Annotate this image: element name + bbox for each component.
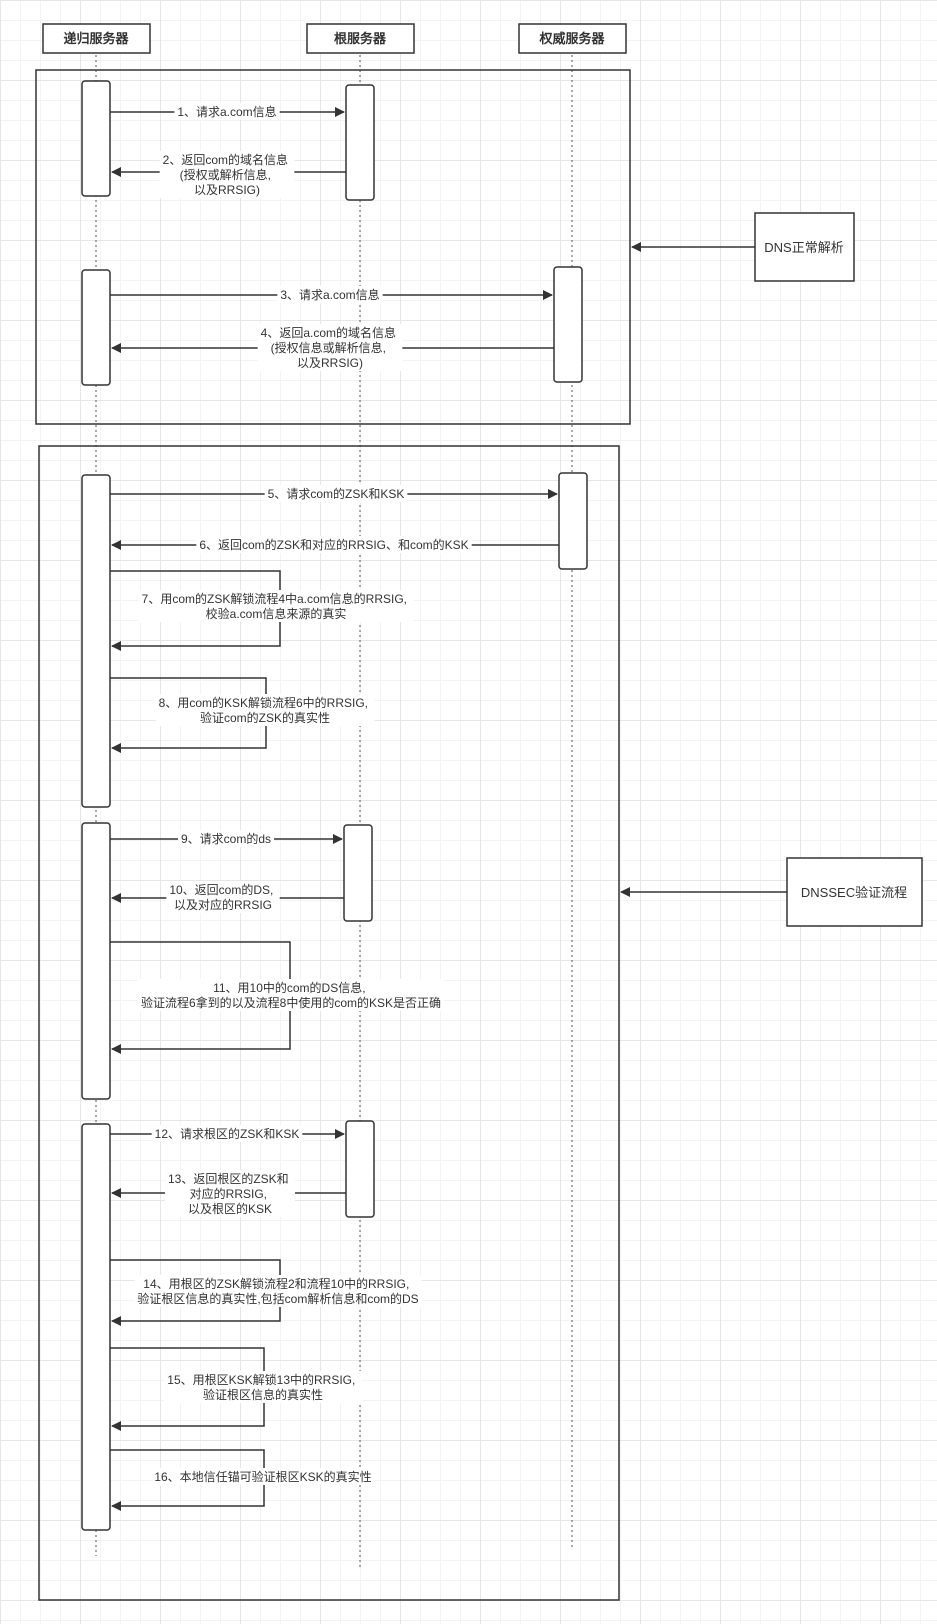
message-8: 8、用com的KSK解锁流程6中的RRSIG, 验证com的ZSK的真实性: [110, 677, 375, 753]
message-10: 10、返回com的DS, 以及对应的RRSIG: [111, 881, 344, 913]
message-label-9: 9、请求com的ds: [181, 831, 271, 846]
message-label-14: 14、用根区的ZSK解锁流程2和流程10中的RRSIG, 验证根区信息的真实性,…: [137, 1276, 418, 1306]
participant-label-root: 根服务器: [334, 31, 387, 46]
participant-recursive: 递归服务器: [42, 23, 151, 54]
participant-authoritative: 权威服务器: [518, 23, 627, 54]
message-label-10: 10、返回com的DS, 以及对应的RRSIG: [169, 882, 276, 912]
message-12: 12、请求根区的ZSK和KSK: [110, 1125, 345, 1142]
message-label-15: 15、用根区KSK解锁13中的RRSIG, 验证根区信息的真实性: [167, 1372, 358, 1402]
message-11: 11、用10中的com的DS信息, 验证流程6拿到的以及流程8中使用的com的K…: [110, 941, 445, 1054]
message-label-5: 5、请求com的ZSK和KSK: [268, 486, 405, 501]
message-label-1: 1、请求a.com信息: [177, 104, 276, 119]
note-dnssec-verification: DNSSEC验证流程: [786, 857, 923, 927]
message-label-16: 16、本地信任锚可验证根区KSK的真实性: [154, 1469, 371, 1484]
activation-root: [345, 1120, 375, 1218]
message-label-7: 7、用com的ZSK解锁流程4中a.com信息的RRSIG, 校验a.com信息…: [142, 591, 411, 621]
activation-recursive: [81, 474, 111, 808]
activation-recursive: [81, 822, 111, 1100]
message-label-8: 8、用com的KSK解锁流程6中的RRSIG, 验证com的ZSK的真实性: [159, 695, 372, 725]
message-1: 1、请求a.com信息: [110, 103, 345, 120]
participant-label-authoritative: 权威服务器: [538, 31, 605, 46]
message-16: 16、本地信任锚可验证根区KSK的真实性: [110, 1449, 375, 1511]
activation-root: [345, 84, 375, 201]
message-6: 6、返回com的ZSK和对应的RRSIG、和com的KSK: [111, 536, 559, 553]
activation-recursive: [81, 1123, 111, 1531]
message-label-13: 13、返回根区的ZSK和 对应的RRSIG, 以及根区的KSK: [168, 1171, 292, 1216]
note-label-dns-normal-resolution: DNS正常解析: [764, 240, 843, 255]
message-label-6: 6、返回com的ZSK和对应的RRSIG、和com的KSK: [199, 537, 468, 552]
participant-root: 根服务器: [306, 23, 415, 54]
activation-root: [343, 824, 373, 922]
activation-recursive: [81, 269, 111, 386]
message-label-4: 4、返回a.com的域名信息 (授权信息或解析信息, 以及RRSIG): [261, 325, 400, 370]
activation-recursive: [81, 80, 111, 197]
message-label-3: 3、请求a.com信息: [280, 287, 379, 302]
message-13: 13、返回根区的ZSK和 对应的RRSIG, 以及根区的KSK: [111, 1170, 346, 1217]
message-label-11: 11、用10中的com的DS信息, 验证流程6拿到的以及流程8中使用的com的K…: [141, 980, 441, 1010]
activation-authoritative: [553, 266, 583, 383]
message-14: 14、用根区的ZSK解锁流程2和流程10中的RRSIG, 验证根区信息的真实性,…: [110, 1259, 422, 1326]
activation-authoritative: [558, 472, 588, 570]
message-7: 7、用com的ZSK解锁流程4中a.com信息的RRSIG, 校验a.com信息…: [110, 570, 414, 651]
note-label-dnssec-verification: DNSSEC验证流程: [801, 885, 907, 900]
message-5: 5、请求com的ZSK和KSK: [110, 485, 558, 502]
group-frame-dnssec-verification: [38, 445, 620, 1601]
participant-label-recursive: 递归服务器: [63, 31, 129, 46]
message-2: 2、返回com的域名信息 (授权或解析信息, 以及RRSIG): [111, 151, 346, 198]
message-9: 9、请求com的ds: [110, 830, 343, 847]
message-15: 15、用根区KSK解锁13中的RRSIG, 验证根区信息的真实性: [110, 1347, 362, 1431]
message-3: 3、请求a.com信息: [110, 286, 553, 303]
message-label-2: 2、返回com的域名信息 (授权或解析信息, 以及RRSIG): [163, 152, 292, 197]
group-frame-dns-normal-resolution: [35, 69, 631, 425]
message-label-12: 12、请求根区的ZSK和KSK: [155, 1126, 300, 1141]
message-4: 4、返回a.com的域名信息 (授权信息或解析信息, 以及RRSIG): [111, 324, 554, 371]
note-dns-normal-resolution: DNS正常解析: [754, 212, 855, 282]
